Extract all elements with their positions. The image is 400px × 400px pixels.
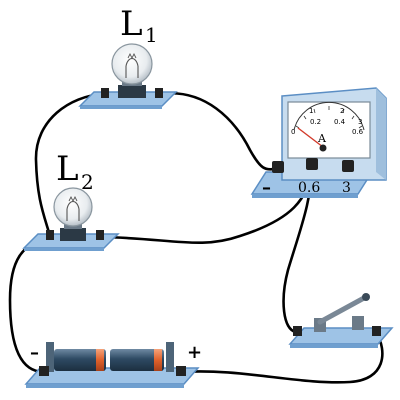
label-l1-index: 1 bbox=[145, 23, 158, 47]
terminal-post bbox=[372, 326, 381, 336]
scale-label: 0.6 bbox=[352, 128, 364, 136]
label-l1-letter: L bbox=[120, 4, 143, 44]
ammeter-unit: A bbox=[317, 132, 327, 145]
lamp-l2 bbox=[22, 187, 120, 251]
wire-l1-to-ammeter bbox=[158, 91, 280, 171]
scale-label-upper: 1 bbox=[309, 107, 313, 115]
battery-label-minus: – bbox=[30, 342, 39, 363]
bulb-icon bbox=[111, 43, 153, 85]
label-l2-letter: L bbox=[56, 149, 79, 189]
terminal-label-3: 3 bbox=[342, 180, 351, 196]
battery-label-plus: + bbox=[187, 342, 202, 363]
knife-switch bbox=[288, 293, 394, 348]
terminal-label-0-6: 0.6 bbox=[298, 180, 320, 196]
ammeter-needle bbox=[297, 127, 324, 148]
terminal-post bbox=[46, 230, 54, 240]
scale-label-upper: 3 bbox=[358, 118, 362, 126]
switch-blade bbox=[317, 295, 367, 325]
battery: – + bbox=[24, 342, 202, 388]
battery-terminal-plus bbox=[176, 366, 186, 376]
scale-label: 0.4 bbox=[334, 118, 346, 126]
terminal-post bbox=[293, 326, 302, 336]
ammeter-terminal-0-6 bbox=[306, 158, 318, 170]
wire-battery-to-switch bbox=[180, 330, 384, 384]
battery-cell bbox=[54, 349, 106, 371]
terminal-post bbox=[155, 88, 163, 98]
ammeter-terminal-3 bbox=[342, 160, 354, 172]
wire-l1-to-l2 bbox=[34, 92, 105, 238]
scale-label: 0.2 bbox=[310, 118, 321, 126]
lamp-l1 bbox=[78, 43, 178, 109]
scale-label: 0 bbox=[291, 128, 295, 136]
terminal-post bbox=[101, 88, 109, 98]
bulb-icon bbox=[53, 187, 93, 227]
terminal-post bbox=[96, 230, 104, 240]
battery-terminal-minus bbox=[39, 366, 49, 376]
ammeter-terminal-minus bbox=[272, 161, 284, 173]
label-l2-index: 2 bbox=[81, 170, 94, 194]
terminal-label-minus: – bbox=[262, 177, 271, 198]
ammeter: 0 0.2 0.4 0.6 1 2 3 A – 0.6 3 bbox=[250, 87, 387, 198]
switch-handle bbox=[362, 293, 370, 301]
battery-cell bbox=[110, 349, 164, 371]
scale-label-upper: 2 bbox=[340, 107, 344, 115]
